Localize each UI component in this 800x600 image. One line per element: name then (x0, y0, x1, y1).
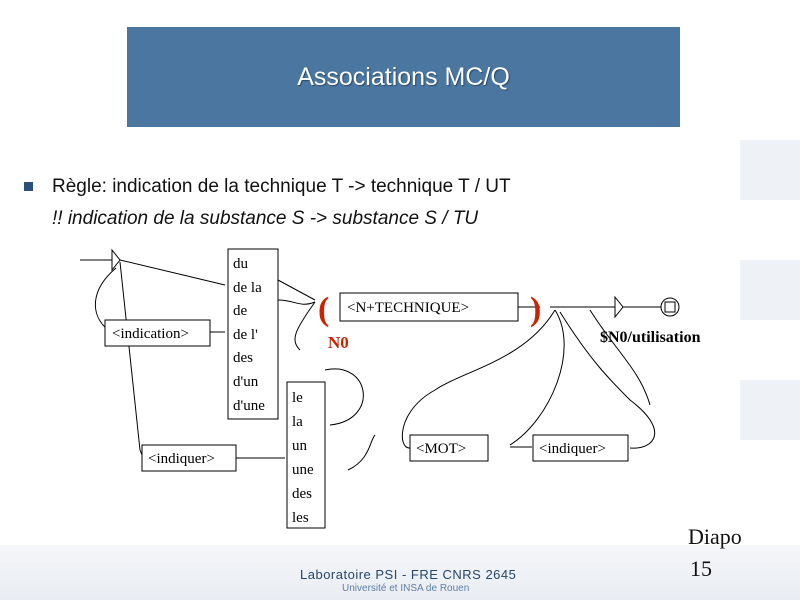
determiner-item: de la (233, 280, 262, 296)
graph-edge (324, 368, 364, 426)
indication-label: <indication> (112, 326, 189, 342)
article-item: les (292, 510, 309, 526)
slide-word: Diapo (688, 524, 742, 549)
article-item: une (292, 462, 314, 478)
graph-edge (294, 301, 316, 351)
graph-edge (277, 299, 316, 305)
technique-label: <N+TECHNIQUE> (347, 300, 469, 316)
mot-node: <MOT> (409, 434, 489, 462)
graph-edge (401, 309, 556, 449)
background-tiles (740, 140, 800, 600)
output-label: $N0/utilisation (600, 329, 701, 346)
technique-node: <N+TECHNIQUE> (339, 292, 519, 322)
final-state-icon (660, 297, 680, 317)
rule-text: Règle: indication de la technique T -> t… (52, 176, 511, 197)
article-item: le (292, 390, 303, 406)
mot-label: <MOT> (416, 441, 466, 457)
close-paren: ) (530, 291, 541, 328)
footer-band (0, 545, 800, 600)
determiner-item: des (233, 350, 253, 366)
slide-title: Associations MC/Q (297, 62, 510, 91)
determiner-item: d'une (233, 398, 265, 414)
article-item: la (292, 414, 303, 430)
article-item: un (292, 438, 308, 454)
output-state-icon (614, 295, 624, 319)
graph-edge (589, 309, 651, 406)
determiners-node: du de la de de l' des d'un d'une (227, 248, 279, 420)
determiner-item: de l' (233, 327, 258, 343)
initial-state-icon (111, 248, 121, 272)
graph-edge (119, 259, 226, 286)
determiner-item: d'un (233, 374, 259, 390)
footer-lab-name: Laboratoire PSI - FRE CNRS 2645 (300, 567, 517, 582)
variable-name: N0 (328, 333, 349, 352)
bullet-square-icon (24, 182, 33, 191)
graph-edge (559, 311, 656, 449)
graph-edge (277, 279, 316, 301)
indiquer-label-left: <indiquer> (148, 451, 215, 467)
graph-edge (509, 309, 565, 446)
determiner-item: du (233, 256, 249, 272)
rule-exception-text: !! indication de la substance S -> subst… (52, 208, 479, 229)
indiquer-node-left: <indiquer> (141, 444, 237, 472)
indiquer-label-right: <indiquer> (539, 441, 606, 457)
determiner-item: de (233, 303, 248, 319)
slide-number: 15 (690, 556, 712, 581)
graph-edge (347, 434, 376, 471)
graph-edge (119, 261, 141, 451)
title-bar: Associations MC/Q (127, 27, 680, 127)
footer-university: Université et INSA de Rouen (342, 583, 470, 594)
graph-edge (95, 267, 117, 331)
unitex-graph: <indication> <indiquer> du de la de de l… (80, 248, 701, 529)
indication-node: <indication> (104, 319, 211, 347)
articles-node: le la un une des les (286, 381, 326, 529)
open-paren: ( (318, 291, 329, 328)
indiquer-node-right: <indiquer> (532, 434, 629, 462)
article-item: des (292, 486, 312, 502)
